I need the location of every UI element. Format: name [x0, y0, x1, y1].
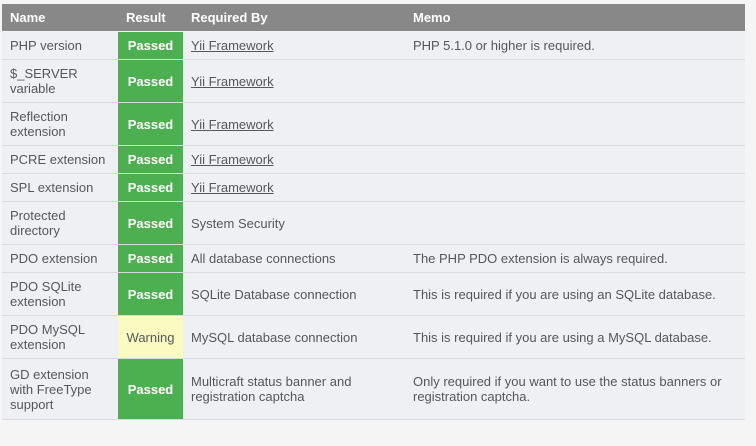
- memo-text: This is required if you are using a MySQ…: [413, 329, 712, 345]
- column-header-required-by: Required By: [183, 4, 405, 32]
- result-status-cell: Passed: [118, 244, 183, 273]
- table-row: PCRE extension Passed Yii Framework: [2, 145, 745, 174]
- result-status-cell: Passed: [118, 102, 183, 146]
- required-by-cell: Yii Framework: [183, 173, 405, 202]
- required-by-cell: Yii Framework: [183, 59, 405, 103]
- required-by-label: Multicraft status banner and registratio…: [191, 374, 352, 404]
- memo-text: The PHP PDO extension is always required…: [413, 251, 668, 266]
- requirement-name: PCRE extension: [10, 152, 106, 167]
- result-status-cell: Warning: [118, 315, 183, 359]
- required-by-label: MySQL database connection: [191, 329, 358, 345]
- table-row: GD extension with FreeType support Passe…: [2, 358, 745, 420]
- required-by-cell: Yii Framework: [183, 145, 405, 174]
- requirement-name-cell: Protected directory: [2, 201, 118, 245]
- memo-cell: [405, 145, 745, 174]
- memo-cell: [405, 102, 745, 146]
- required-by-link[interactable]: Yii Framework: [191, 116, 274, 132]
- memo-text: This is required if you are using an SQL…: [413, 286, 716, 302]
- result-badge: Passed: [127, 381, 174, 397]
- result-badge: Passed: [127, 116, 174, 132]
- requirement-name-cell: GD extension with FreeType support: [2, 358, 118, 420]
- memo-cell: Only required if you want to use the sta…: [405, 358, 745, 420]
- result-status-cell: Passed: [118, 358, 183, 420]
- requirement-name-cell: SPL extension: [2, 173, 118, 202]
- table-row: $_SERVER variable Passed Yii Framework: [2, 59, 745, 103]
- requirement-name-cell: Reflection extension: [2, 102, 118, 146]
- required-by-label: System Security: [191, 215, 285, 231]
- result-badge: Passed: [127, 215, 174, 231]
- requirement-name: PDO MySQL extension: [10, 322, 85, 352]
- memo-text: PHP 5.1.0 or higher is required.: [413, 38, 595, 53]
- requirement-name: PHP version: [10, 38, 83, 53]
- requirements-table-body: PHP version Passed Yii Framework PHP 5.1…: [2, 31, 745, 420]
- requirements-check-panel: Name Result Required By Memo PHP version…: [2, 4, 745, 420]
- column-header-memo: Memo: [405, 4, 745, 32]
- requirement-name: Protected directory: [10, 208, 66, 238]
- required-by-link[interactable]: Yii Framework: [191, 180, 274, 195]
- required-by-cell: Yii Framework: [183, 102, 405, 146]
- result-status-cell: Passed: [118, 145, 183, 174]
- requirement-name-cell: PDO MySQL extension: [2, 315, 118, 359]
- result-status-cell: Passed: [118, 272, 183, 316]
- table-row: PDO extension Passed All database connec…: [2, 244, 745, 273]
- requirement-name-cell: PHP version: [2, 31, 118, 60]
- required-by-link[interactable]: Yii Framework: [191, 38, 274, 53]
- requirements-table: Name Result Required By Memo PHP version…: [2, 4, 745, 420]
- memo-cell: This is required if you are using an SQL…: [405, 272, 745, 316]
- requirement-name: Reflection extension: [10, 109, 68, 139]
- result-badge: Passed: [127, 152, 174, 167]
- result-badge: Passed: [127, 38, 174, 53]
- memo-cell: PHP 5.1.0 or higher is required.: [405, 31, 745, 60]
- result-status-cell: Passed: [118, 173, 183, 202]
- required-by-cell: Multicraft status banner and registratio…: [183, 358, 405, 420]
- required-by-link[interactable]: Yii Framework: [191, 152, 274, 167]
- requirement-name: SPL extension: [10, 180, 94, 195]
- result-badge: Warning: [126, 329, 175, 345]
- required-by-cell: Yii Framework: [183, 31, 405, 60]
- result-badge: Passed: [127, 286, 174, 302]
- table-row: PDO MySQL extension Warning MySQL databa…: [2, 315, 745, 359]
- requirement-name: PDO extension: [10, 251, 98, 266]
- result-badge: Passed: [127, 180, 174, 195]
- requirement-name: PDO SQLite extension: [10, 279, 82, 309]
- memo-cell: The PHP PDO extension is always required…: [405, 244, 745, 273]
- requirement-name-cell: PDO extension: [2, 244, 118, 273]
- requirement-name-cell: PDO SQLite extension: [2, 272, 118, 316]
- requirement-name-cell: $_SERVER variable: [2, 59, 118, 103]
- result-status-cell: Passed: [118, 201, 183, 245]
- required-by-cell: MySQL database connection: [183, 315, 405, 359]
- result-badge: Passed: [127, 73, 174, 89]
- requirement-name: $_SERVER variable: [10, 66, 78, 96]
- result-badge: Passed: [127, 251, 174, 266]
- table-row: PDO SQLite extension Passed SQLite Datab…: [2, 272, 745, 316]
- memo-cell: [405, 173, 745, 202]
- memo-cell: [405, 59, 745, 103]
- required-by-link[interactable]: Yii Framework: [191, 73, 274, 89]
- requirement-name: GD extension with FreeType support: [10, 366, 92, 412]
- requirements-table-header: Name Result Required By Memo: [2, 4, 745, 32]
- table-row: PHP version Passed Yii Framework PHP 5.1…: [2, 31, 745, 60]
- table-row: SPL extension Passed Yii Framework: [2, 173, 745, 202]
- result-status-cell: Passed: [118, 31, 183, 60]
- memo-cell: This is required if you are using a MySQ…: [405, 315, 745, 359]
- required-by-cell: All database connections: [183, 244, 405, 273]
- column-header-result: Result: [118, 4, 183, 32]
- memo-cell: [405, 201, 745, 245]
- required-by-cell: System Security: [183, 201, 405, 245]
- column-header-name: Name: [2, 4, 118, 32]
- memo-text: Only required if you want to use the sta…: [413, 374, 722, 404]
- result-status-cell: Passed: [118, 59, 183, 103]
- table-row: Protected directory Passed System Securi…: [2, 201, 745, 245]
- required-by-cell: SQLite Database connection: [183, 272, 405, 316]
- requirement-name-cell: PCRE extension: [2, 145, 118, 174]
- required-by-label: SQLite Database connection: [191, 286, 357, 302]
- table-row: Reflection extension Passed Yii Framewor…: [2, 102, 745, 146]
- required-by-label: All database connections: [191, 251, 336, 266]
